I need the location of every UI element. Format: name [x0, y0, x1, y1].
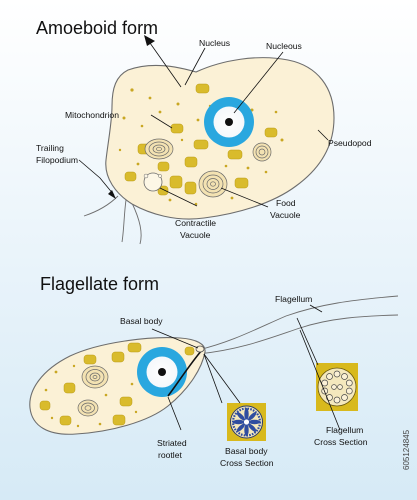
- mitochondrion: [63, 382, 76, 394]
- mitochondrion: [112, 414, 126, 426]
- label-nucleous: Nucleous: [266, 41, 302, 51]
- flagellate-food-vacuoles: [77, 365, 109, 417]
- flagellate-nucleolus: [158, 368, 166, 376]
- mitochondrion: [184, 156, 198, 168]
- food-vacuole: [81, 365, 109, 389]
- watermark-id: 605124845: [402, 429, 411, 470]
- amoeboid-section: Amoeboid form: [36, 18, 372, 245]
- mitochondrion: [39, 400, 51, 411]
- striated-rootlet: [167, 349, 203, 397]
- mitochondrion: [111, 351, 125, 363]
- label-flagellum-cs-line1: Flagellum: [326, 425, 363, 435]
- label-basal-cs-line1: Basal body: [225, 446, 268, 456]
- label-trailing-line2: Filopodium: [36, 155, 78, 165]
- amoeba-nucleus: [204, 97, 254, 147]
- mitochondrion: [59, 415, 72, 426]
- label-basal-body: Basal body: [120, 316, 163, 326]
- amoeboid-leaders: [78, 35, 329, 208]
- mitochondrion: [157, 161, 170, 172]
- flagella: [197, 295, 399, 355]
- mitochondrion: [124, 171, 137, 182]
- mitochondrion: [184, 181, 197, 195]
- mitochondrion: [184, 346, 195, 356]
- label-contractile-line2: Vacuole: [180, 230, 211, 240]
- label-basal-cs-line2: Cross Section: [220, 458, 274, 468]
- label-trailing-line1: Trailing: [36, 143, 64, 153]
- mitochondrion: [264, 127, 278, 138]
- amoeba-nucleolus: [225, 118, 233, 126]
- flagellate-leaders: [151, 304, 341, 431]
- label-nucleus: Nucleus: [199, 38, 230, 48]
- contractile-vacuole: [143, 172, 163, 192]
- basal-body: [195, 345, 205, 353]
- label-flagellum: Flagellum: [275, 294, 312, 304]
- flagellate-mitochondria: [39, 342, 195, 426]
- label-striated-line1: Striated: [157, 438, 187, 448]
- flagellate-granules: [44, 364, 182, 428]
- food-vacuoles: [144, 138, 272, 198]
- food-vacuole: [252, 142, 272, 162]
- amoeba-granules: [118, 88, 284, 206]
- label-food-line1: Food: [276, 198, 296, 208]
- mitochondrion: [227, 149, 243, 160]
- mitochondrion: [195, 83, 210, 94]
- food-vacuole: [198, 170, 228, 198]
- flagellum-cross-section: [316, 363, 358, 411]
- mitochondrion: [234, 177, 249, 189]
- label-contractile-line1: Contractile: [175, 218, 216, 228]
- mitochondrion: [169, 175, 183, 189]
- label-food-line2: Vacuole: [270, 210, 301, 220]
- label-mitochondrion: Mitochondrion: [65, 110, 119, 120]
- food-vacuole: [77, 399, 99, 417]
- mitochondrion: [83, 354, 97, 365]
- flagellate-title: Flagellate form: [40, 274, 159, 294]
- label-flagellum-cs-line2: Cross Section: [314, 437, 368, 447]
- food-vacuole: [144, 138, 174, 160]
- flagellate-nucleus: [137, 347, 187, 397]
- mitochondrion: [119, 396, 133, 407]
- label-striated-line2: rootlet: [158, 450, 182, 460]
- amoeboid-title: Amoeboid form: [36, 18, 158, 38]
- mitochondrion: [170, 123, 184, 134]
- mitochondrion: [127, 342, 142, 353]
- basal-body-cross-section: [227, 403, 266, 441]
- label-pseudopod: Pseudopod: [328, 138, 372, 148]
- flagellate-section: Flagellate form: [29, 274, 399, 468]
- mitochondrion: [193, 139, 209, 150]
